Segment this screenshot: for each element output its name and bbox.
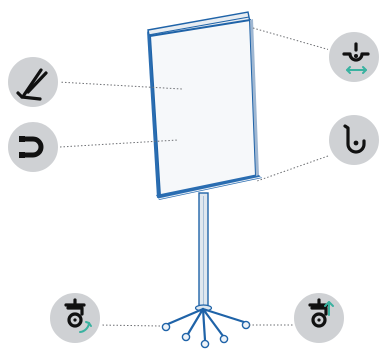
- callout-magnetic-surface: [6, 120, 60, 174]
- stand-column: [194, 192, 213, 312]
- hook-adjust-icon: [342, 42, 370, 74]
- callout-adjustable-arms: [327, 30, 381, 84]
- callout-locking-casters: [292, 291, 346, 345]
- board-surface: [148, 18, 258, 198]
- hook-icon: [343, 124, 366, 154]
- flipchart-board: [147, 11, 262, 200]
- star-base: [166, 307, 246, 342]
- callout-paper-hook: [327, 113, 381, 167]
- callout-rotating-casters: [48, 291, 102, 345]
- casters: [161, 320, 251, 349]
- callout-writing-surface: [6, 55, 60, 109]
- caster-rotate-icon: [64, 298, 92, 333]
- pen-writing-icon: [16, 68, 48, 101]
- caster-lock-icon: [308, 298, 334, 328]
- magnet-icon: [19, 136, 44, 158]
